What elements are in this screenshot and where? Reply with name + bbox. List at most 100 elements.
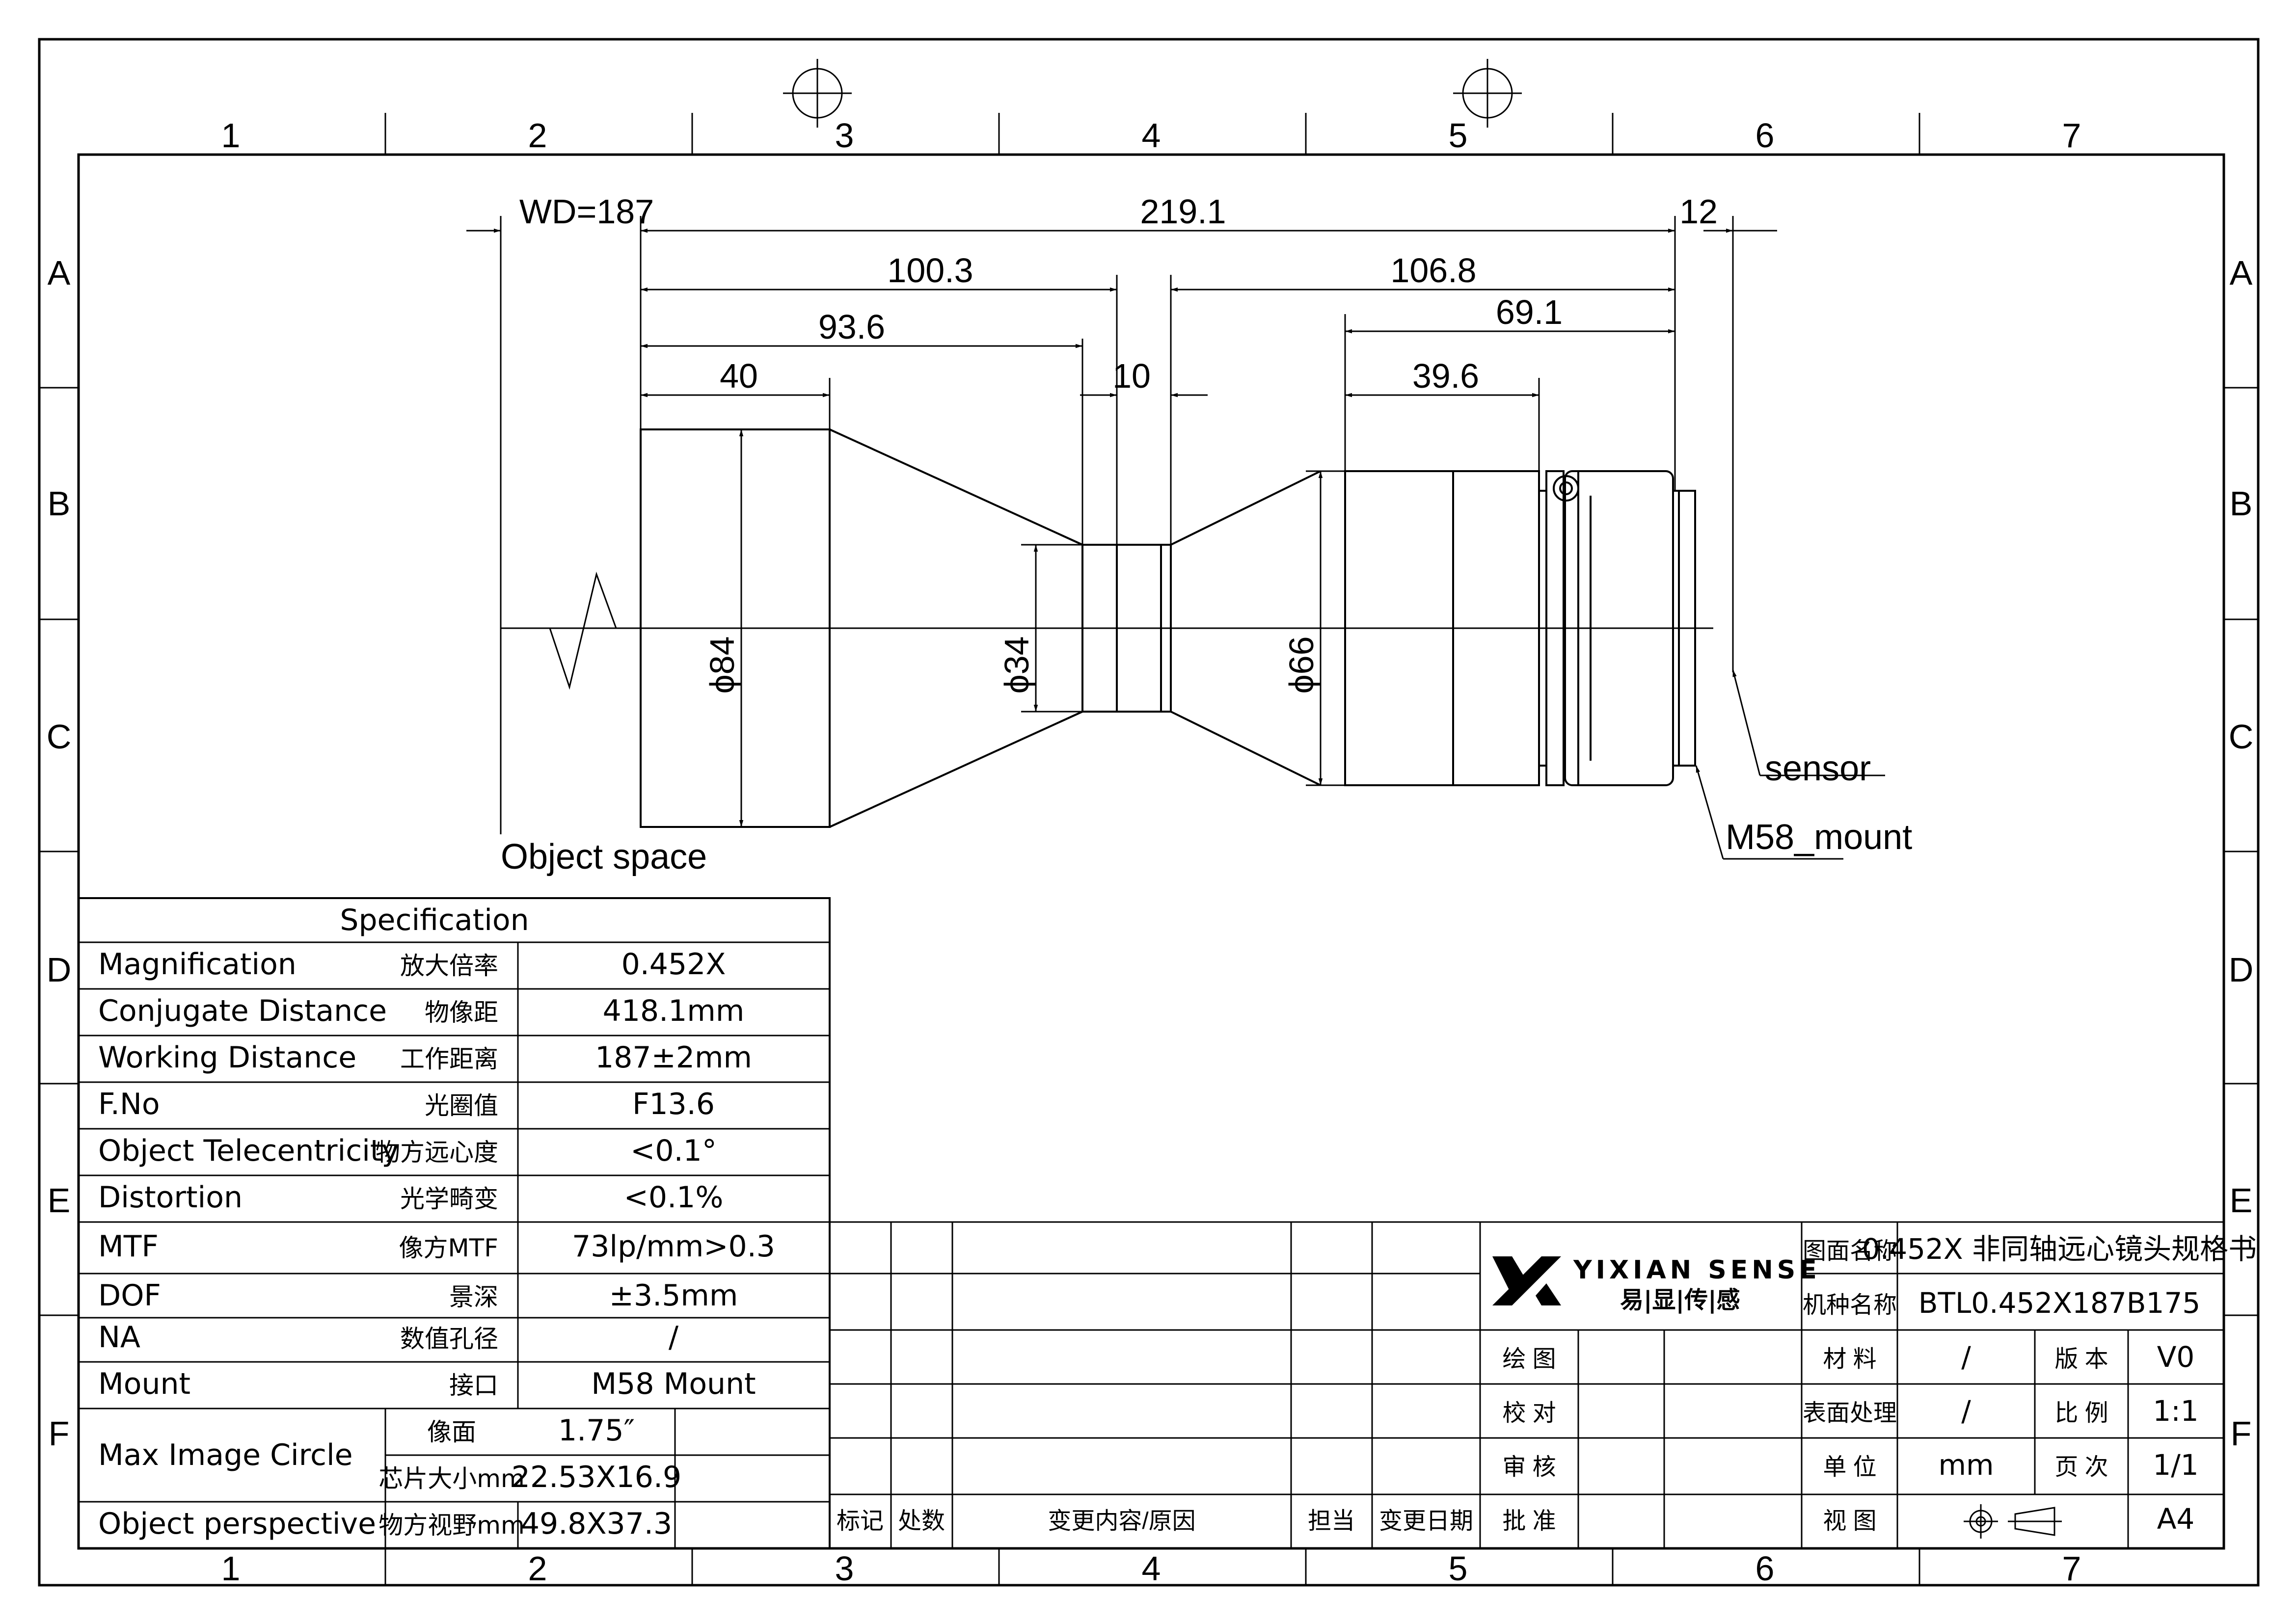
spec-dof-en: DOF bbox=[98, 1278, 161, 1313]
material-label: 材 料 bbox=[1823, 1346, 1876, 1372]
spec-conjugate-value: 418.1mm bbox=[603, 994, 745, 1028]
dim-front-barrel: 40 bbox=[720, 357, 758, 395]
spec-magnification-cn: 放大倍率 bbox=[400, 952, 498, 980]
title-block bbox=[1480, 1221, 2224, 1548]
centering-mark-right bbox=[1453, 59, 1522, 128]
version-value: V0 bbox=[2157, 1340, 2195, 1374]
zone-row-c: C bbox=[47, 718, 72, 756]
projection-symbol-icon bbox=[1964, 1504, 2062, 1539]
spec-max-image-circle-en: Max Image Circle bbox=[98, 1438, 353, 1472]
spec-mtf-en: MTF bbox=[98, 1229, 159, 1264]
unit-label: 单 位 bbox=[1823, 1454, 1876, 1480]
surface-value: / bbox=[1961, 1394, 1971, 1428]
scale-value: 1:1 bbox=[2153, 1394, 2198, 1428]
zone-col-1: 1 bbox=[221, 116, 241, 155]
revision-header-content: 变更内容/原因 bbox=[1048, 1508, 1195, 1534]
spec-telecentricity-en: Object Telecentricity bbox=[98, 1134, 399, 1168]
drawing-name: 0.452X 非同轴远心镜头规格书 bbox=[1862, 1232, 2257, 1266]
label-object-space: Object space bbox=[501, 837, 707, 877]
spec-distortion-value: <0.1% bbox=[624, 1180, 724, 1215]
label-sensor: sensor bbox=[1765, 749, 1871, 788]
zone-ticks bbox=[39, 113, 2258, 1585]
version-label: 版 本 bbox=[2054, 1346, 2108, 1372]
brand-name: YIXIAN SENSE bbox=[1573, 1255, 1821, 1285]
sheet-size: A4 bbox=[2157, 1502, 2195, 1536]
spec-fno-cn: 光圈值 bbox=[425, 1091, 498, 1120]
zone-row-f: F bbox=[49, 1414, 70, 1453]
zone-row-d: D bbox=[47, 951, 72, 989]
page-label: 页 次 bbox=[2054, 1454, 2108, 1480]
zone-row-a-right: A bbox=[2230, 254, 2253, 292]
centering-mark-left bbox=[783, 59, 852, 128]
zone-row-c-right: C bbox=[2229, 718, 2254, 756]
drawing-name-label: 图面名称 bbox=[1803, 1238, 1897, 1264]
page-value: 1/1 bbox=[2153, 1448, 2198, 1482]
zone-row-b-right: B bbox=[2230, 484, 2253, 523]
role-approve: 批 准 bbox=[1502, 1508, 1556, 1534]
spec-conjugate-cn: 物像距 bbox=[425, 998, 498, 1027]
dim-rear-barrel: 69.1 bbox=[1496, 293, 1563, 331]
spec-magnification-value: 0.452X bbox=[621, 947, 726, 982]
spec-working-distance-en: Working Distance bbox=[98, 1040, 356, 1075]
dim-rear-body: 39.6 bbox=[1412, 357, 1479, 395]
zone-col-3: 3 bbox=[835, 116, 854, 155]
spec-na-cn: 数值孔径 bbox=[400, 1325, 498, 1353]
spec-fno-en: F.No bbox=[98, 1087, 160, 1121]
revision-header-mark: 标记 bbox=[837, 1508, 884, 1534]
spec-mount-value: M58 Mount bbox=[591, 1367, 756, 1401]
spec-image-plane-value: 1.75″ bbox=[558, 1413, 635, 1448]
spec-working-distance-cn: 工作距离 bbox=[400, 1045, 498, 1073]
zone-col-2-bottom: 2 bbox=[528, 1549, 547, 1588]
rear-body bbox=[1344, 470, 1540, 786]
dim-waist: 10 bbox=[1112, 357, 1151, 395]
spec-chip-size-cn: 芯片大小mm bbox=[378, 1464, 524, 1493]
zone-col-6-bottom: 6 bbox=[1756, 1549, 1775, 1588]
dim-total-length: 219.1 bbox=[1140, 192, 1226, 231]
revision-table bbox=[830, 1221, 1481, 1548]
outer-frame bbox=[38, 38, 2260, 1587]
dim-front-to-waist: 93.6 bbox=[818, 308, 885, 346]
revision-header-date: 变更日期 bbox=[1379, 1508, 1473, 1534]
role-draw: 绘 图 bbox=[1502, 1346, 1556, 1372]
unit-value: mm bbox=[1939, 1448, 1994, 1482]
zone-row-a: A bbox=[48, 254, 71, 292]
spec-image-plane-cn: 像面 bbox=[427, 1418, 476, 1446]
spec-telecentricity-cn: 物方远心度 bbox=[376, 1138, 498, 1167]
zone-col-1-bottom: 1 bbox=[221, 1549, 241, 1588]
zone-col-6: 6 bbox=[1756, 116, 1775, 155]
model-label: 机种名称 bbox=[1803, 1292, 1897, 1318]
front-barrel bbox=[640, 428, 831, 828]
spec-telecentricity-value: <0.1° bbox=[630, 1134, 717, 1168]
zone-col-5-bottom: 5 bbox=[1449, 1549, 1468, 1588]
brand-logo: YIXIAN SENSE 易|显|传|感 bbox=[1492, 1255, 1821, 1314]
zone-col-2: 2 bbox=[528, 116, 547, 155]
spec-dof-value: ±3.5mm bbox=[609, 1278, 738, 1313]
brand-name-cn: 易|显|传|感 bbox=[1620, 1286, 1740, 1314]
spec-mount-en: Mount bbox=[98, 1367, 190, 1401]
zone-col-4: 4 bbox=[1142, 116, 1161, 155]
dim-flange: 12 bbox=[1679, 192, 1718, 231]
dim-rear-section: 106.8 bbox=[1390, 251, 1476, 290]
scale-label: 比 例 bbox=[2054, 1400, 2108, 1426]
dim-front-section: 100.3 bbox=[887, 251, 973, 290]
zone-col-5: 5 bbox=[1449, 116, 1468, 155]
spec-object-perspective-cn: 物方视野mm bbox=[378, 1511, 524, 1540]
spec-na-value: / bbox=[669, 1320, 679, 1355]
spec-conjugate-en: Conjugate Distance bbox=[98, 994, 387, 1028]
spec-distortion-en: Distortion bbox=[98, 1180, 243, 1215]
spec-mtf-value: 73lp/mm>0.3 bbox=[572, 1229, 775, 1264]
dim-dia-waist: ϕ34 bbox=[998, 636, 1036, 693]
view-label: 视 图 bbox=[1823, 1508, 1876, 1534]
spec-distortion-cn: 光学畸变 bbox=[400, 1185, 498, 1213]
revision-header-count: 处数 bbox=[898, 1508, 945, 1534]
spec-object-perspective-en: Object perspective bbox=[98, 1507, 376, 1541]
surface-label: 表面处理 bbox=[1803, 1400, 1897, 1426]
material-value: / bbox=[1961, 1340, 1971, 1374]
spec-mtf-cn: 像方MTF bbox=[399, 1234, 498, 1262]
spec-table bbox=[78, 897, 831, 1549]
spec-header: Specification bbox=[340, 903, 529, 937]
spec-chip-size-value: 22.53X16.9 bbox=[512, 1460, 681, 1494]
spec-working-distance-value: 187±2mm bbox=[595, 1040, 752, 1075]
lens-outline bbox=[501, 428, 1713, 828]
role-review: 审 核 bbox=[1502, 1454, 1556, 1480]
